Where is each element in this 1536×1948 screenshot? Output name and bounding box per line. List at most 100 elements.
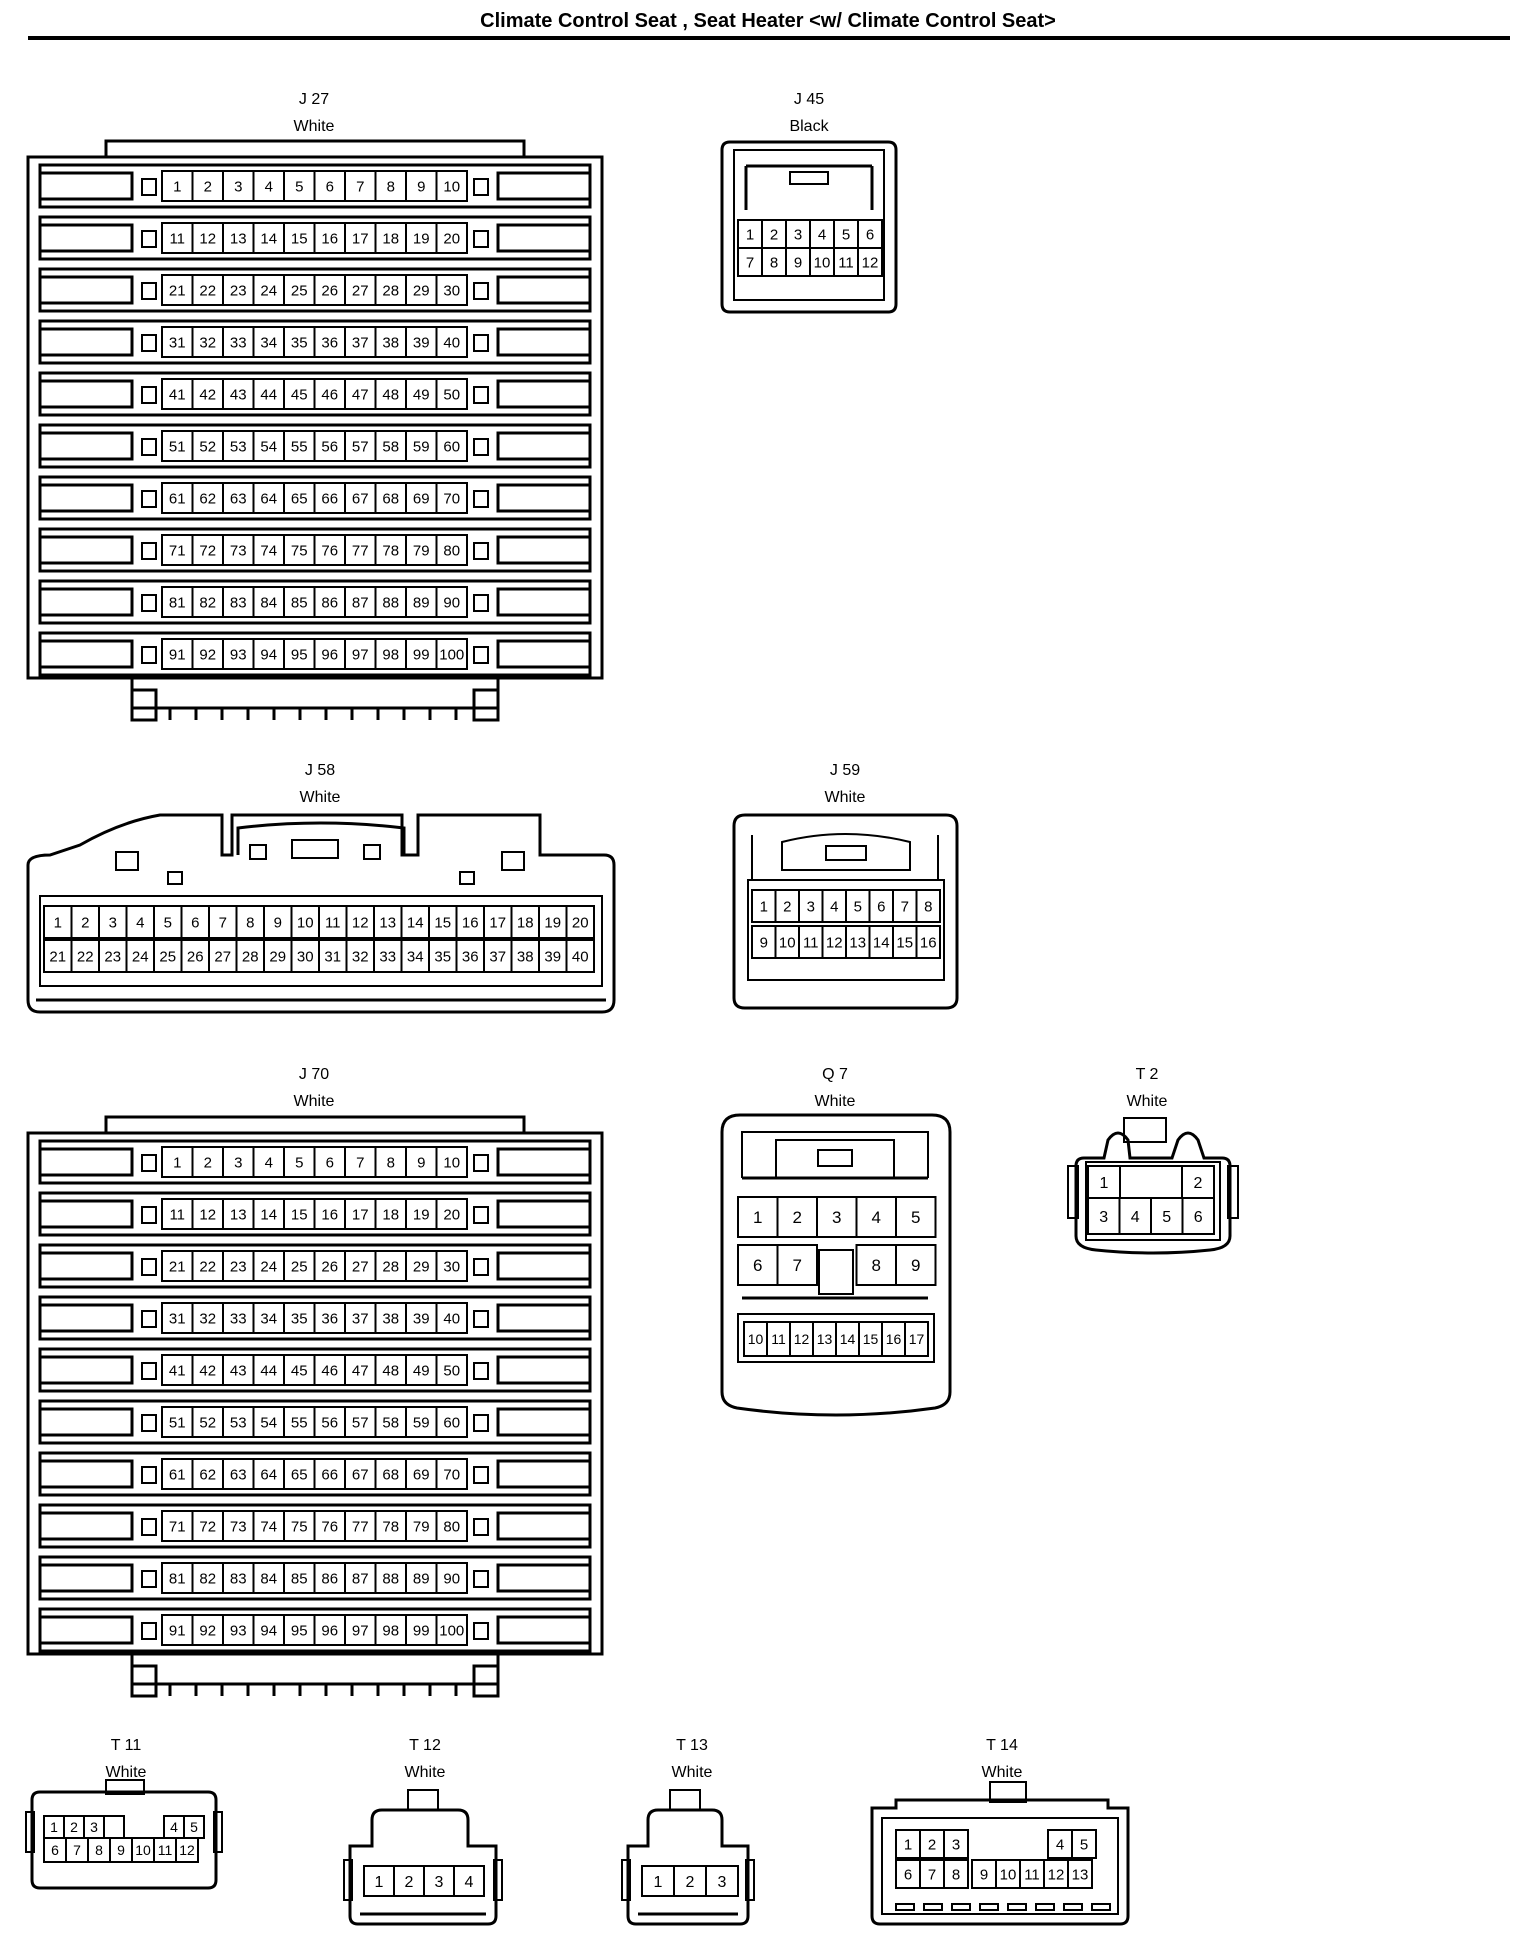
pin-cell [785, 247, 811, 277]
connector-lock-frame [775, 1139, 895, 1178]
pin-cell [373, 905, 403, 939]
pin-number: 37 [352, 334, 369, 351]
pin-number: 16 [886, 1331, 902, 1347]
connector-row-latch [40, 171, 134, 201]
connector-rib [923, 1903, 943, 1911]
pin-number: 70 [443, 1466, 460, 1483]
pin-cell [737, 247, 763, 277]
pin-number: 4 [830, 898, 838, 915]
pin-number: 7 [356, 1154, 364, 1171]
pin-number: 24 [260, 282, 277, 299]
connector-row-latch [496, 535, 590, 565]
pin-cell [222, 1510, 255, 1542]
pin-cell [191, 638, 224, 670]
connector-row-latch [496, 1147, 590, 1177]
pin-number: 18 [382, 1206, 399, 1223]
pin-number: 57 [352, 1414, 369, 1431]
pin-number: 15 [291, 1206, 308, 1223]
pin-number: 9 [980, 1866, 988, 1883]
pin-cell [283, 1354, 316, 1386]
pin-cell [222, 586, 255, 618]
pin-number: 3 [807, 898, 815, 915]
pin-number: 12 [826, 934, 843, 951]
pin-number: 7 [901, 898, 909, 915]
pin-cell [374, 1198, 407, 1230]
pin-cell [374, 1562, 407, 1594]
pin-number: 14 [260, 1206, 277, 1223]
connector-id: J 70 [298, 1066, 330, 1083]
pin-number: 78 [382, 542, 399, 559]
connector-lock-tab [473, 542, 489, 560]
pin-number: 88 [382, 1570, 399, 1587]
connector-color: White [299, 789, 341, 806]
pin-number: 11 [1024, 1866, 1040, 1883]
pin-number: 27 [214, 948, 231, 965]
connector-row-latch [496, 483, 590, 513]
pin-number: 86 [321, 594, 338, 611]
connector-lock-tab [141, 490, 157, 508]
connector-row-latch [40, 431, 134, 461]
pin-cell [313, 534, 346, 566]
pin-cell [252, 586, 285, 618]
pin-number: 1 [50, 1819, 58, 1835]
pin-cell [1087, 1197, 1121, 1235]
pin-number: 50 [443, 386, 460, 403]
pin-number: 56 [321, 438, 338, 455]
connector-lock-tab [141, 542, 157, 560]
connector-color: Black [789, 118, 829, 135]
pin-number: 23 [230, 282, 247, 299]
pin-number: 64 [260, 490, 277, 507]
connector-lock-tab [473, 646, 489, 664]
connector-row-slot [38, 475, 592, 521]
connector-j27-label: J 27 White [254, 86, 374, 140]
pin-cell [453, 1865, 485, 1897]
pin-number: 21 [169, 1258, 186, 1275]
pin-number: 62 [199, 1466, 216, 1483]
pin-number: 47 [352, 386, 369, 403]
connector-inner-frame [741, 1131, 929, 1178]
pin-cell [153, 939, 183, 973]
connector-t2-label: T 2 White [1087, 1061, 1207, 1115]
connector-lock-tab [141, 282, 157, 300]
connector-row-latch [40, 587, 134, 617]
pin-cell [915, 889, 941, 923]
pin-number: 79 [413, 1518, 430, 1535]
pin-number: 4 [170, 1819, 178, 1835]
pin-number: 8 [387, 178, 395, 195]
pin-number: 69 [413, 490, 430, 507]
pin-number: 77 [352, 1518, 369, 1535]
pin-number: 7 [746, 254, 754, 271]
connector-color: White [671, 1764, 713, 1781]
pin-cell [345, 939, 375, 973]
pin-number: 54 [260, 1414, 277, 1431]
pin-number: 17 [489, 914, 506, 931]
pin-number: 34 [260, 1310, 277, 1327]
pin-cell [1067, 1859, 1093, 1889]
connector-row-slot [38, 1243, 592, 1289]
pin-number: 38 [382, 1310, 399, 1327]
connector-rib [979, 1903, 999, 1911]
pin-number: 16 [321, 1206, 338, 1223]
pin-cell [435, 638, 468, 670]
pin-number: 12 [1048, 1866, 1065, 1883]
pin-cell [252, 1458, 285, 1490]
pin-number: 99 [413, 1622, 430, 1639]
pin-number: 91 [169, 1622, 186, 1639]
pin-number: 7 [73, 1842, 81, 1858]
pin-number: 91 [169, 646, 186, 663]
pin-cell [776, 1244, 818, 1286]
pin-number: 90 [443, 594, 460, 611]
connector-row-latch [496, 1615, 590, 1645]
connector-row-latch [40, 483, 134, 513]
pin-cell [313, 170, 346, 202]
pin-number: 75 [291, 542, 308, 559]
connector-lock-tab [473, 1518, 489, 1536]
pin-cell [971, 1859, 997, 1889]
pin-number: 12 [199, 1206, 216, 1223]
pin-number: 6 [326, 1154, 334, 1171]
pin-cell [283, 1250, 316, 1282]
pin-cell [222, 1354, 255, 1386]
connector-row-latch [496, 1511, 590, 1541]
connector-row-latch [40, 327, 134, 357]
connector-lock-tab [141, 386, 157, 404]
